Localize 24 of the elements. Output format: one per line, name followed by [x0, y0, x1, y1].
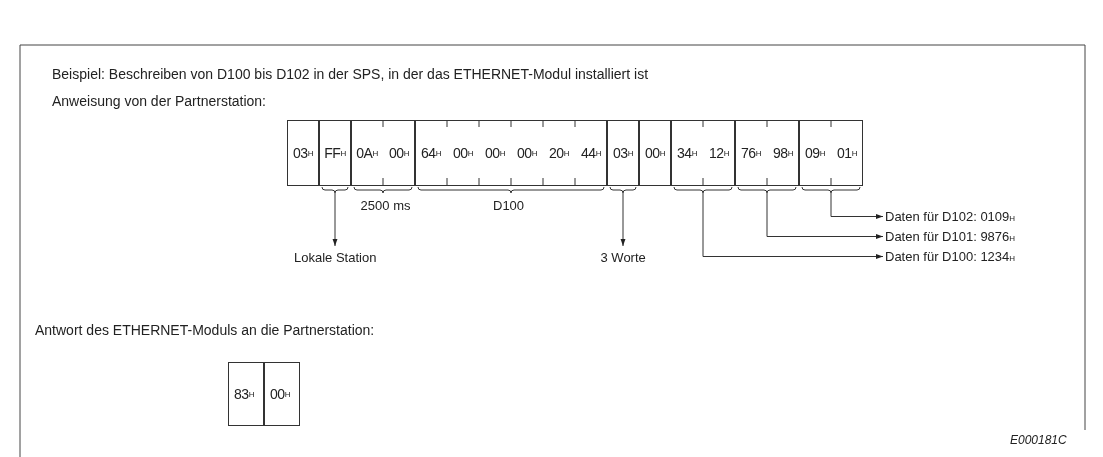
arrow	[620, 192, 626, 247]
byte-cell-group	[319, 120, 351, 186]
byte-cell-group	[264, 362, 300, 426]
instruction-text: Antwort des ETHERNET-Moduls an die Partnerstation:	[35, 322, 375, 338]
byte-cell-group	[415, 120, 607, 186]
instruction-text: Anweisung von der Partnerstation:	[52, 93, 266, 109]
byte-cell-group	[287, 120, 319, 186]
field-label: 2500 ms	[360, 198, 411, 213]
figure-code: E000181C	[1010, 433, 1067, 447]
annotation-text: 3 Worte	[600, 250, 646, 265]
byte-cell-group	[607, 120, 639, 186]
arrow	[332, 192, 338, 247]
byte-cell-group	[735, 120, 799, 186]
byte-cell-group	[351, 120, 415, 186]
field-label: D100	[493, 198, 525, 213]
annotation-text: Lokale Station	[294, 250, 377, 265]
arrow	[830, 192, 884, 219]
arrow	[766, 192, 884, 239]
byte-cell-group	[639, 120, 671, 186]
arrow	[702, 192, 884, 259]
byte-cell-group	[671, 120, 735, 186]
instruction-text: Beispiel: Beschreiben von D100 bis D102 in der SPS, in der das ETHERNET-Modul installiert ist	[52, 66, 649, 82]
byte-cell-group	[799, 120, 863, 186]
byte-cell-group	[228, 362, 264, 426]
